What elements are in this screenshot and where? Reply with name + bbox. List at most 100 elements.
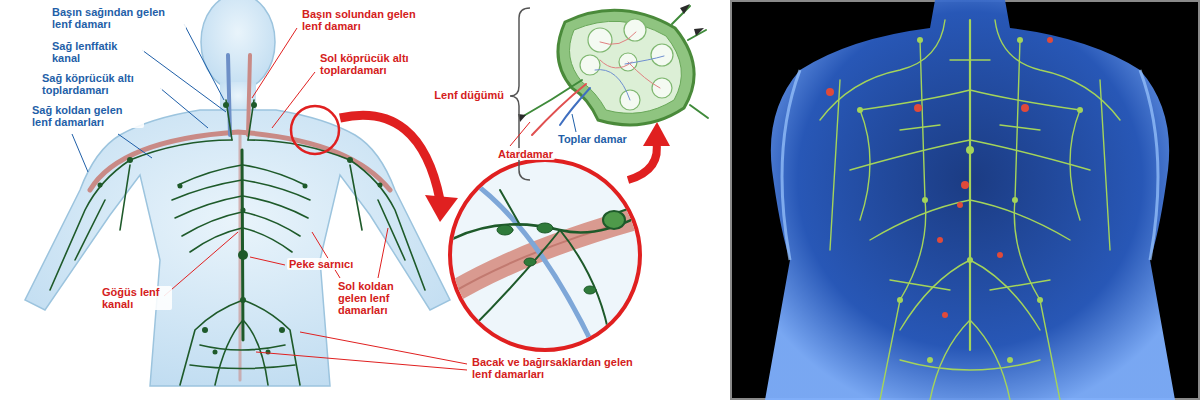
- zoom-callout: [440, 180, 661, 360]
- body-photo: [826, 88, 834, 96]
- lymph-vessels: [75, 165, 405, 260]
- body-photo: [917, 37, 923, 43]
- body-silhouette: [25, 0, 450, 386]
- lymph-vessels: [226, 100, 254, 140]
- body-photo: [731, 1, 1199, 399]
- lymph-vessels: [190, 320, 295, 385]
- body-photo: [897, 297, 903, 303]
- lymph-node-inset: [520, 6, 708, 135]
- lymph-vessels: [50, 140, 232, 290]
- zoom-callout: [497, 211, 661, 294]
- lymph-nodes: [266, 350, 271, 355]
- body-photo: [826, 37, 1053, 318]
- leader-lines: [572, 114, 576, 132]
- part-label: Lenf düğümü: [432, 89, 506, 101]
- lymph-node-inset: [518, 4, 708, 135]
- lymph-nodes: [127, 157, 133, 163]
- body-photo: [942, 312, 948, 318]
- lymph-node-inset: [588, 28, 612, 52]
- body-silhouette: [25, 110, 450, 386]
- part-label: Toplar damar: [556, 133, 629, 145]
- leader-lines: [160, 88, 208, 128]
- zoom-callout: [340, 115, 440, 200]
- body-photo: [820, 20, 1120, 120]
- part-label: Sağ köprücük altı toplardamarı: [40, 72, 162, 96]
- lymph-nodes: [241, 208, 246, 213]
- leader-lines: [272, 72, 315, 128]
- body-photo: [937, 237, 943, 243]
- leader-lines: [72, 134, 88, 172]
- lymph-node-inset: [600, 32, 660, 88]
- zoom-callout: [603, 211, 625, 229]
- lymph-node-inset: [532, 84, 586, 135]
- body-photo: [957, 202, 963, 208]
- zoom-callout: [649, 261, 661, 269]
- zoom-callout: [425, 195, 458, 222]
- body-photo: [850, 90, 1090, 170]
- lymph-nodes: [223, 102, 229, 108]
- leader-lines: [510, 122, 530, 146]
- leader-lines: [300, 332, 467, 364]
- body-photo: [961, 181, 969, 189]
- body-photo: [765, 0, 1175, 400]
- leader-lines: [164, 232, 238, 296]
- leader-lines: [184, 24, 224, 100]
- leader-lines: [312, 232, 340, 278]
- part-label: Sağ lenffatik kanal: [50, 40, 144, 64]
- lymph-node-inset: [651, 44, 673, 66]
- leader-lines: [118, 134, 152, 158]
- leader-lines: [256, 352, 467, 370]
- lymph-nodes: [178, 184, 183, 189]
- lymph-node-inset: [595, 56, 664, 100]
- body-photo: [967, 257, 973, 263]
- part-label: Sol koldan gelen lenf damarları: [336, 280, 410, 316]
- lymph-vessels: [50, 100, 425, 385]
- lymph-nodes: [279, 327, 285, 333]
- body-photo: [1012, 197, 1018, 203]
- lymph-node-inset: [558, 10, 694, 125]
- body-photo: [870, 200, 1070, 330]
- leader-lines: [250, 257, 285, 265]
- lymph-node-inset: [672, 6, 708, 118]
- zoom-callout: [450, 210, 650, 240]
- lymph-node-inset: [680, 4, 690, 14]
- leader-lines: [378, 228, 388, 278]
- body-photo: [890, 60, 1050, 290]
- part-label: Sol köprücük altı toplardamarı: [318, 52, 446, 76]
- body-photo: [1021, 104, 1029, 112]
- body-photo: [830, 80, 1110, 250]
- zoom-callout: [537, 223, 553, 233]
- part-label: Peke sarnıcı: [287, 258, 355, 270]
- part-label: Sağ koldan gelen lenf damarları: [30, 104, 144, 128]
- body-photo: [969, 20, 971, 350]
- zoom-callout: [470, 190, 610, 340]
- lymph-node-inset: [580, 55, 600, 75]
- lymph-nodes: [98, 183, 103, 188]
- body-photo: [1077, 107, 1083, 113]
- zoom-callout: [524, 258, 536, 266]
- zoom-callout: [291, 106, 339, 154]
- part-label: Bacak ve bağırsaklardan gelen lenf damar…: [470, 356, 654, 380]
- lymph-nodes: [240, 297, 246, 303]
- lymph-nodes: [98, 102, 383, 355]
- body-photo: [730, 0, 1200, 400]
- lymph-nodes: [251, 102, 257, 108]
- leader-lines: [164, 28, 530, 370]
- part-label: Atardamar: [496, 148, 555, 160]
- part-label: Başın solundan gelen lenf damarı: [300, 8, 440, 32]
- body-photo: [900, 320, 1040, 400]
- body-photo: [857, 107, 863, 113]
- lymph-node-inset: [560, 88, 590, 125]
- lymph-node-inset: [518, 4, 704, 122]
- zoom-callout: [643, 122, 670, 146]
- body-photo: [1007, 357, 1013, 363]
- part-label: Başın sağından gelen lenf damarı: [50, 6, 186, 30]
- lymph-vessels: [248, 140, 425, 290]
- lymph-nodes: [378, 183, 383, 188]
- blood-vessels: [248, 55, 250, 135]
- body-photo: [730, 0, 1200, 400]
- lymph-nodes: [213, 350, 218, 355]
- body-photo: [1017, 37, 1023, 43]
- leader-lines: [72, 24, 576, 172]
